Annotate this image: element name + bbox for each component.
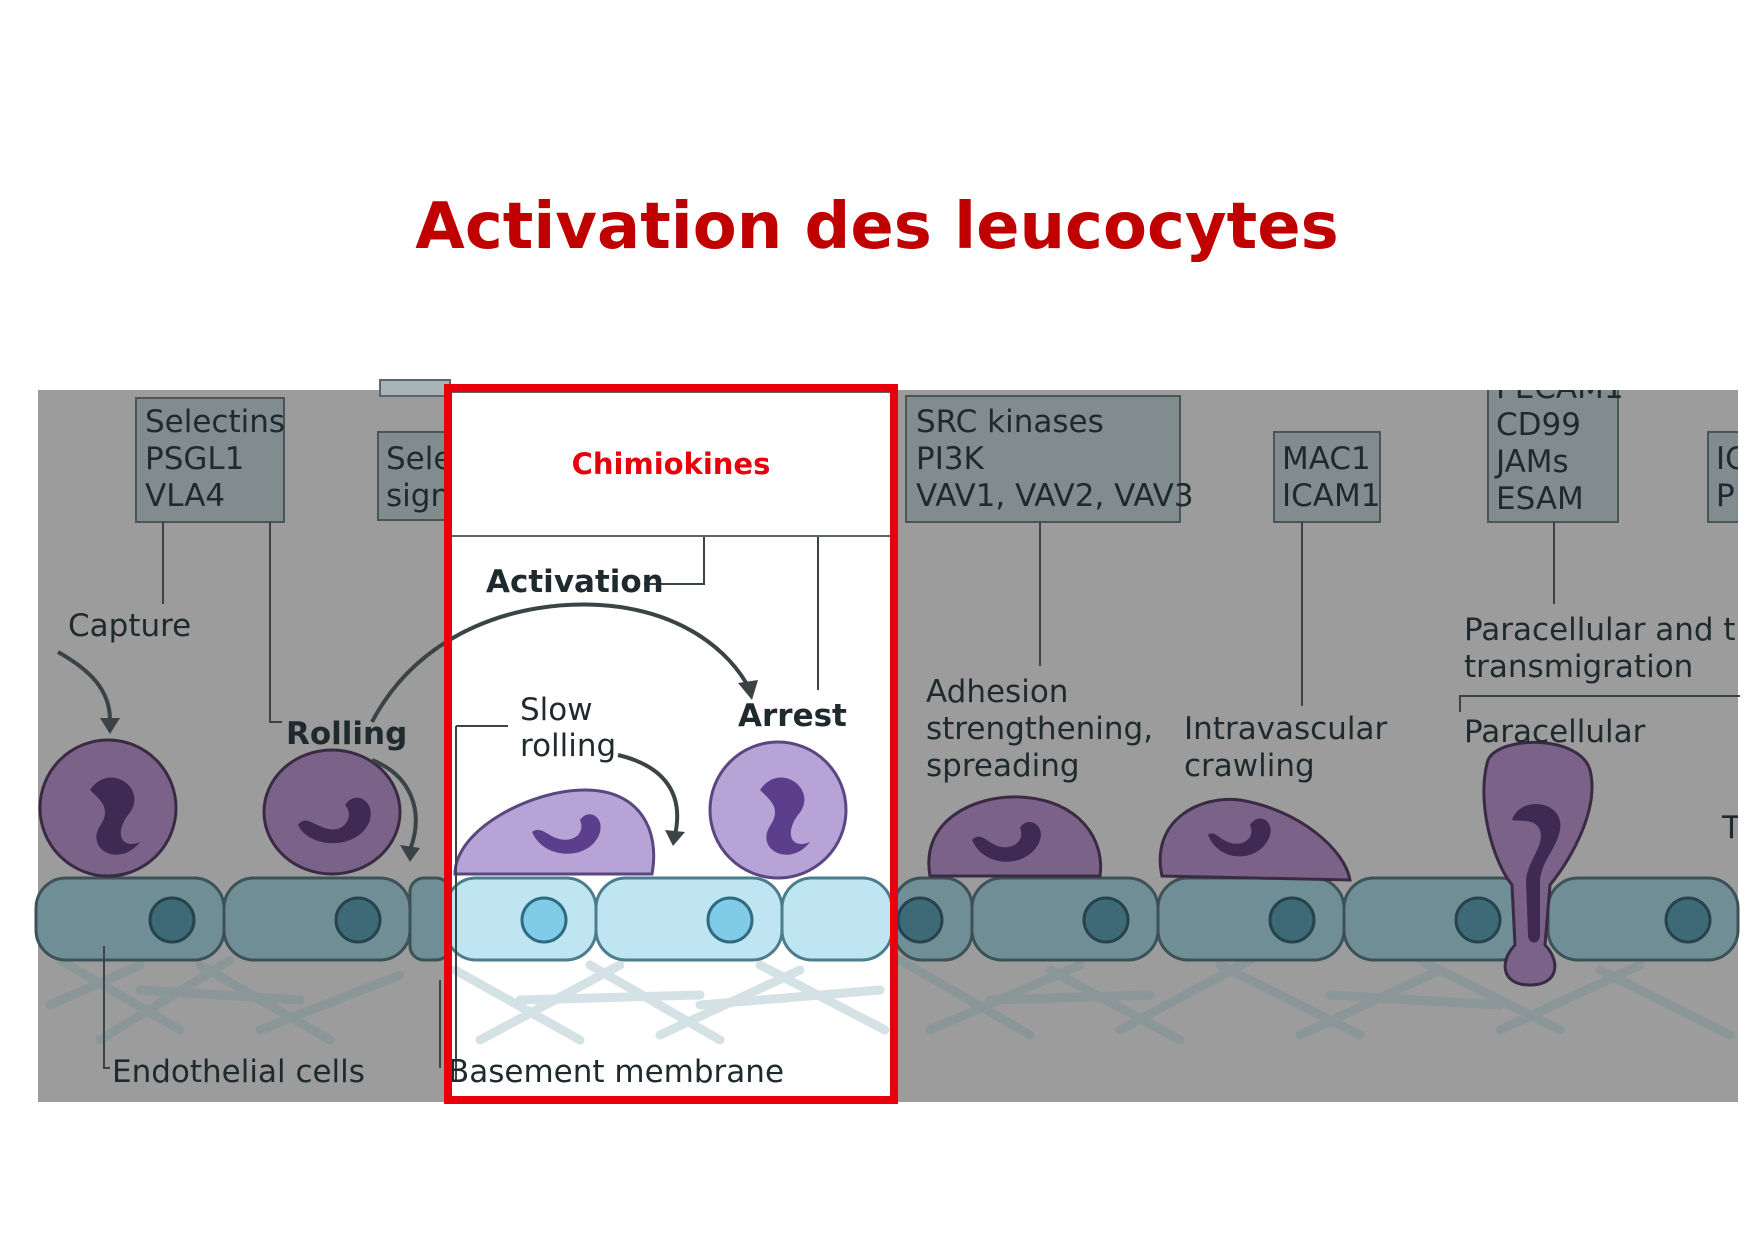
molecule-box-icam: IC P [1707,431,1747,523]
box-line: SRC kinases [916,404,1104,440]
box-line: PSGL1 [145,441,244,477]
box-line: PECAM1 [1496,370,1624,406]
leukocyte-crawling [1158,797,1352,882]
step-transmigration: Paracellular and tra [1464,612,1754,648]
box-line: IC [1716,441,1747,477]
box-line: JAMs [1494,444,1569,480]
box-line: ESAM [1496,481,1584,517]
step-crawling: Intravascular [1184,711,1387,747]
leukocyte-adhesion [927,795,1103,878]
box-line: Selectins [145,404,285,440]
box-line: Sele [386,441,452,477]
step-rolling: Rolling [286,716,407,752]
motion-arrows [57,602,752,851]
leukocyte-slow-rolling [453,788,656,876]
box-line: P [1716,478,1735,514]
box-line: VAV1, VAV2, VAV3 [916,478,1194,514]
step-adhesion: strengthening, [926,711,1153,747]
step-arrest: Arrest [738,698,847,734]
step-cut-label: T [1721,810,1742,846]
leukocyte-rolling [262,748,402,876]
step-capture: Capture [68,608,191,644]
label-basement-membrane: Basement membrane [448,1054,784,1090]
basement-membrane-fibers-highlight [450,960,890,1045]
step-slow-rolling: rolling [520,728,616,764]
basement-membrane-fibers [45,955,1735,1045]
box-line: CD99 [1496,407,1581,443]
molecule-box-mac1: MAC1 ICAM1 [1273,431,1381,523]
step-activation: Activation [486,564,664,600]
label-endothelial-cells: Endothelial cells [112,1054,365,1090]
box-line: sign [386,478,450,514]
step-transmigration: transmigration [1464,649,1693,685]
molecule-box-selectin-signalling: Sele sign [377,431,452,521]
step-slow-rolling: Slow [520,692,593,728]
box-line: VLA4 [145,478,225,514]
leukocyte-transmigrating [1482,740,1594,987]
connector-lines-highlight [455,536,819,1080]
endothelial-layer-highlight [444,876,894,962]
molecule-box-src-kinases: SRC kinases PI3K VAV1, VAV2, VAV3 [905,395,1194,523]
step-adhesion: spreading [926,748,1080,784]
box-line: MAC1 [1282,441,1371,477]
step-adhesion: Adhesion [926,674,1068,710]
chemokine-header-box [447,391,895,537]
highlight-border [444,384,898,1104]
step-crawling: crawling [1184,748,1315,784]
chemokine-label: Chimiokines [572,447,771,481]
box-line: ICAM1 [1282,478,1380,514]
connector-lines [103,522,1740,1069]
molecule-box-pecam1: PECAM1 CD99 JAMs ESAM [1487,370,1624,523]
page-title: Activation des leucocytes [415,190,1339,264]
molecule-box-selectins: Selectins PSGL1 VLA4 [135,397,285,523]
box-line: PI3K [916,441,985,477]
leukocyte-arrest [708,740,848,880]
step-paracellular: Paracellular [1464,714,1646,750]
leukocyte-capture [38,738,178,878]
